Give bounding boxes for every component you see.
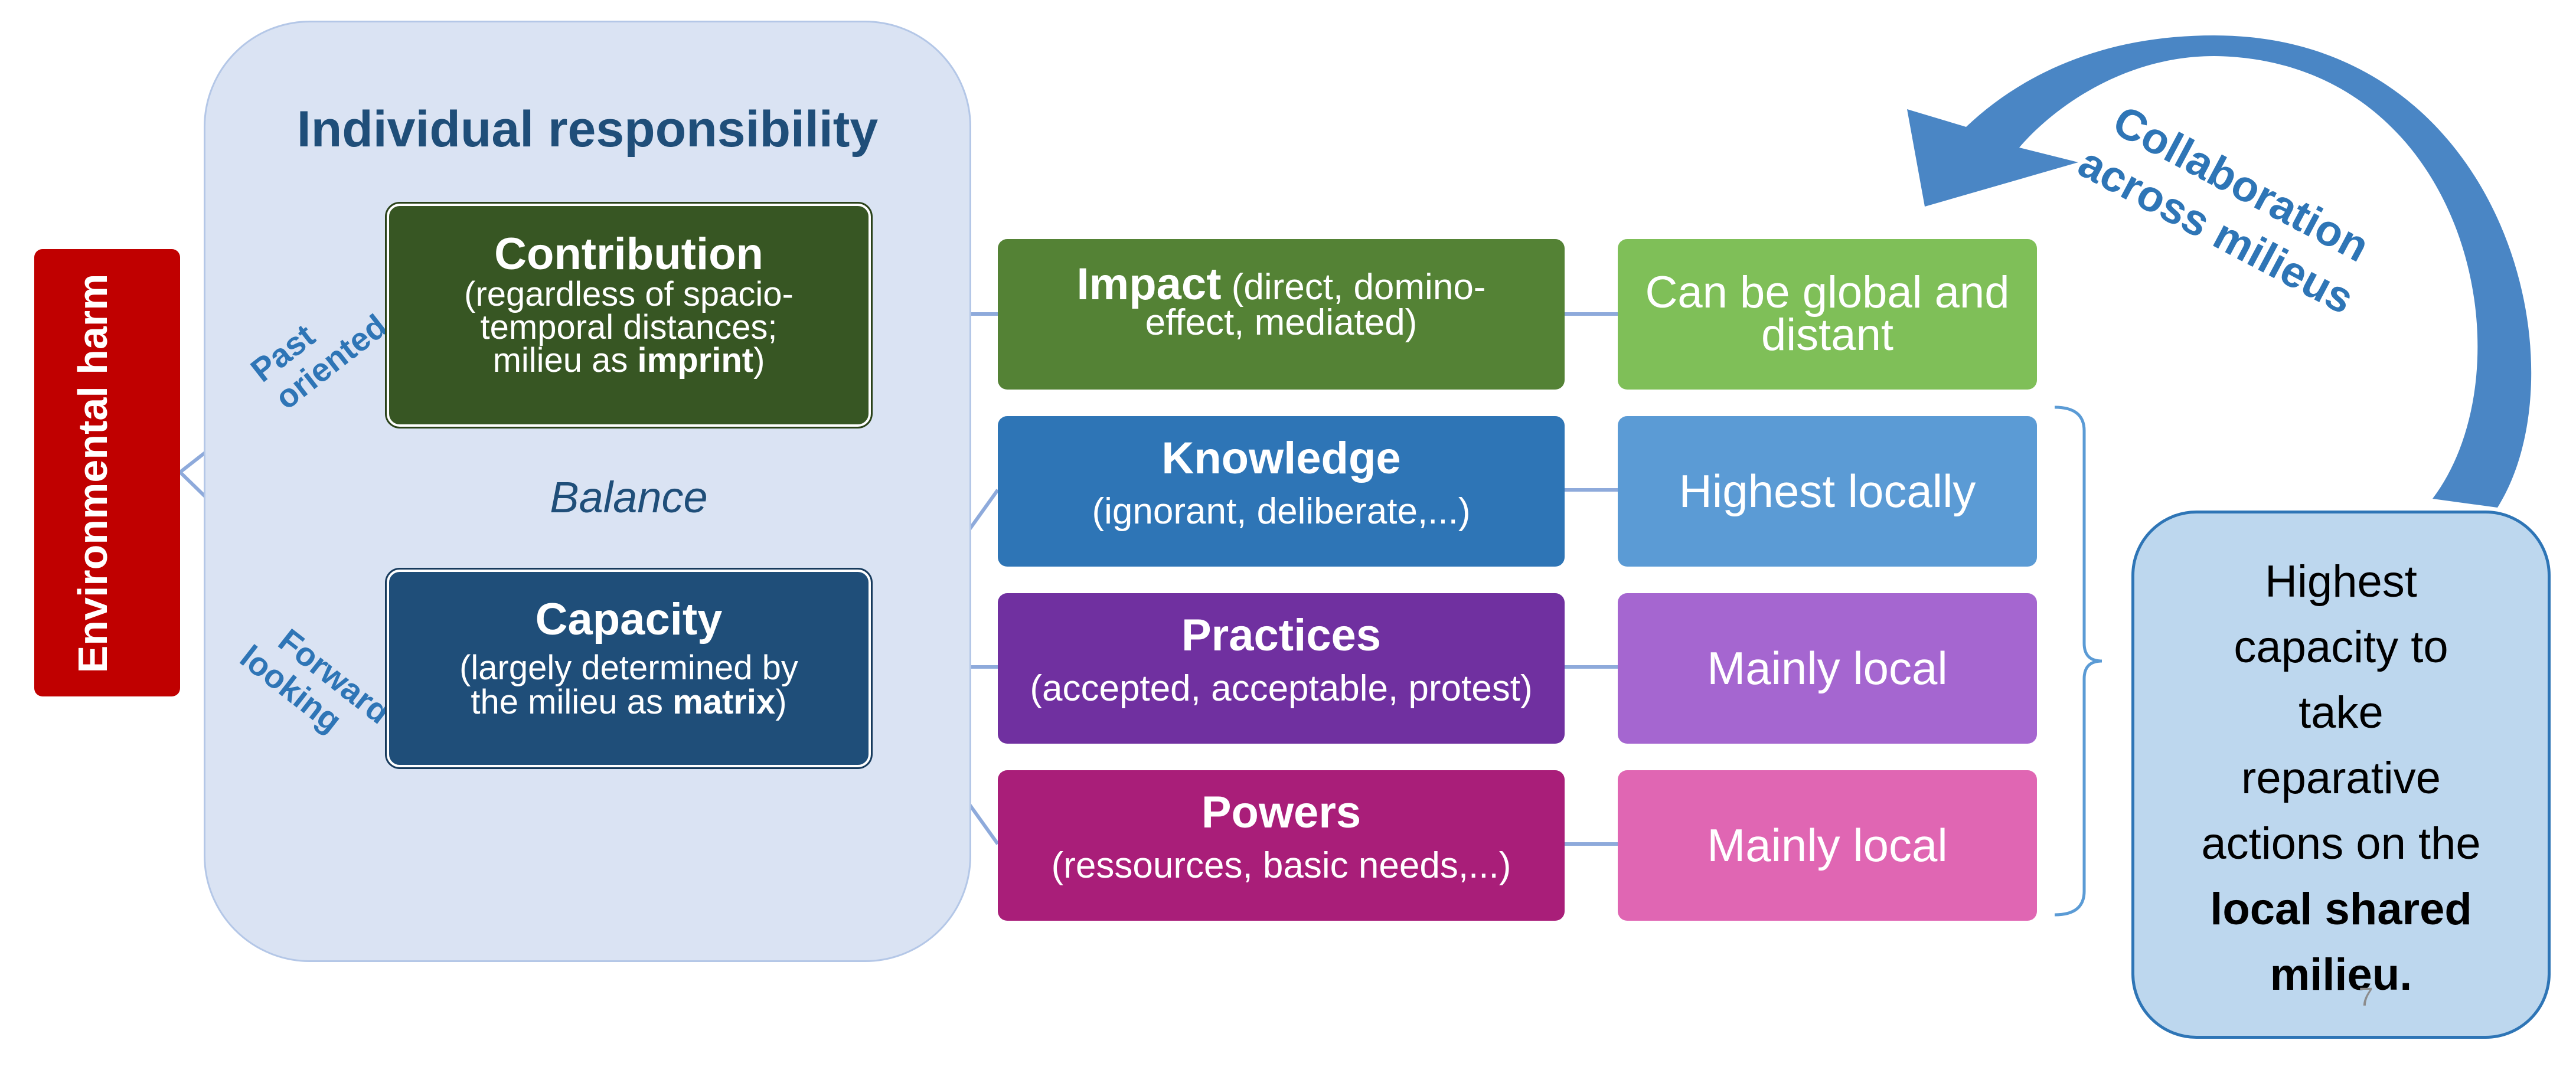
contribution-title: Contribution <box>494 229 763 279</box>
environmental-harm-label: Environmental harm <box>70 273 116 673</box>
capacity-line1: (largely determined by <box>459 649 798 687</box>
practices-sub: (accepted, acceptable, protest) <box>1030 668 1533 709</box>
highest-bold2: milieu. <box>2270 950 2412 1000</box>
contribution-imprint: imprint <box>637 341 754 380</box>
powers-title: Powers <box>1201 787 1362 838</box>
impact-sub2: effect, mediated) <box>1145 302 1418 343</box>
highest-capacity-box: Highest capacity to take reparative acti… <box>2131 511 2551 1039</box>
impact-scope-box: Can be global and distant <box>1618 239 2037 390</box>
right-brace <box>2054 405 2102 917</box>
contribution-box: Contribution (regardless of spacio- temp… <box>387 204 871 427</box>
impact-title: Impact <box>1076 259 1222 309</box>
powers-scope-box: Mainly local <box>1618 770 2037 921</box>
impact-scope-text: Can be global and distant <box>1645 267 2010 360</box>
practices-scope-box: Mainly local <box>1618 593 2037 744</box>
powers-box: Powers (ressources, basic needs,...) <box>998 770 1565 921</box>
capacity-box: Capacity (largely determined by the mili… <box>387 570 871 767</box>
highest-bold1: local shared <box>2210 884 2472 934</box>
contribution-line2: temporal distances; <box>480 308 778 346</box>
individual-responsibility-panel <box>204 21 971 962</box>
capacity-matrix: matrix <box>672 683 776 721</box>
capacity-line2-pre: the milieu as <box>471 683 673 721</box>
capacity-line2-post: ) <box>775 683 787 721</box>
powers-sub: (ressources, basic needs,...) <box>1051 845 1511 886</box>
highest-line2: capacity to <box>2234 622 2448 672</box>
knowledge-box: Knowledge (ignorant, deliberate,...) <box>998 416 1565 567</box>
impact-box: Impact (direct, domino- effect, mediated… <box>998 239 1565 390</box>
capacity-title: Capacity <box>535 594 723 645</box>
knowledge-scope-text: Highest locally <box>1679 465 1976 517</box>
practices-title: Practices <box>1181 610 1382 660</box>
contribution-line3-post: ) <box>753 341 765 380</box>
contribution-line3-pre: milieu as <box>492 341 638 380</box>
highest-line3: take <box>2299 688 2384 738</box>
knowledge-sub: (ignorant, deliberate,...) <box>1092 491 1471 532</box>
practices-scope-text: Mainly local <box>1707 642 1948 694</box>
page-number: 7 <box>2359 983 2373 1012</box>
contribution-line3: milieu as imprint) <box>389 341 869 380</box>
practices-box: Practices (accepted, acceptable, protest… <box>998 593 1565 744</box>
contribution-line1: (regardless of spacio- <box>464 275 794 313</box>
panel-title: Individual responsibility <box>296 101 879 158</box>
environmental-harm-box: Environmental harm <box>34 249 180 696</box>
highest-line5: actions on the <box>2201 819 2481 869</box>
impact-sub1: (direct, domino- <box>1221 267 1486 307</box>
knowledge-title: Knowledge <box>1161 433 1401 483</box>
knowledge-scope-box: Highest locally <box>1618 416 2037 567</box>
highest-line4: reparative <box>2241 753 2441 803</box>
highest-line1: Highest <box>2265 557 2417 607</box>
collaboration-arrow <box>1907 35 2532 508</box>
powers-scope-text: Mainly local <box>1707 819 1948 871</box>
balance-label: Balance <box>550 473 708 522</box>
capacity-line2: the milieu as matrix) <box>389 685 869 719</box>
impact-line1: Impact (direct, domino- <box>998 262 1565 307</box>
